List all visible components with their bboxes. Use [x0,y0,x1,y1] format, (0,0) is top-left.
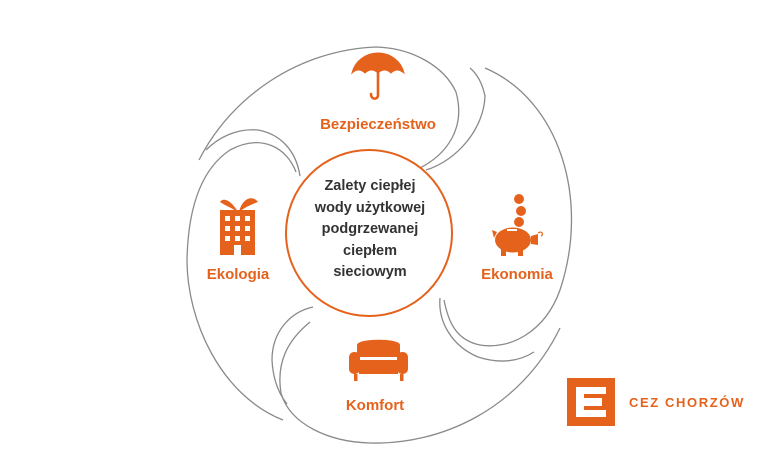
center-circle [285,149,453,317]
center-line: sieciowym [333,264,407,280]
umbrella-icon [351,52,405,100]
outline-top-right-inner [425,67,486,171]
cez-logo [567,378,615,426]
segment-label-left: Ekologia [207,266,270,283]
green-building-icon [220,198,258,255]
segment-label-right: Ekonomia [481,266,553,283]
brand: CEZ CHORZÓW [567,378,745,426]
outline-bottom-inner [271,306,314,405]
outline-left [186,142,297,421]
armchair-icon [349,339,408,381]
center-heading: Zalety ciepłej wody użytkowej podgrzewan… [292,176,448,284]
cycle-outline [186,46,573,444]
outline-left-inner [205,129,301,177]
segment-label-bottom: Komfort [346,397,404,414]
segment-label-top: Bezpieczeństwo [320,116,436,133]
outline-top-right [198,46,460,169]
brand-name: CEZ CHORZÓW [629,394,745,410]
outline-right [443,67,573,347]
outline-bottom [279,321,561,444]
center-line: Zalety ciepłej [324,178,416,194]
piggy-bank-icon [492,194,544,256]
center-line: ciepłem [343,242,397,259]
center-line: podgrzewanej [321,221,419,237]
center-line: wody użytkowej [314,199,426,216]
outline-right-inner [439,297,535,362]
